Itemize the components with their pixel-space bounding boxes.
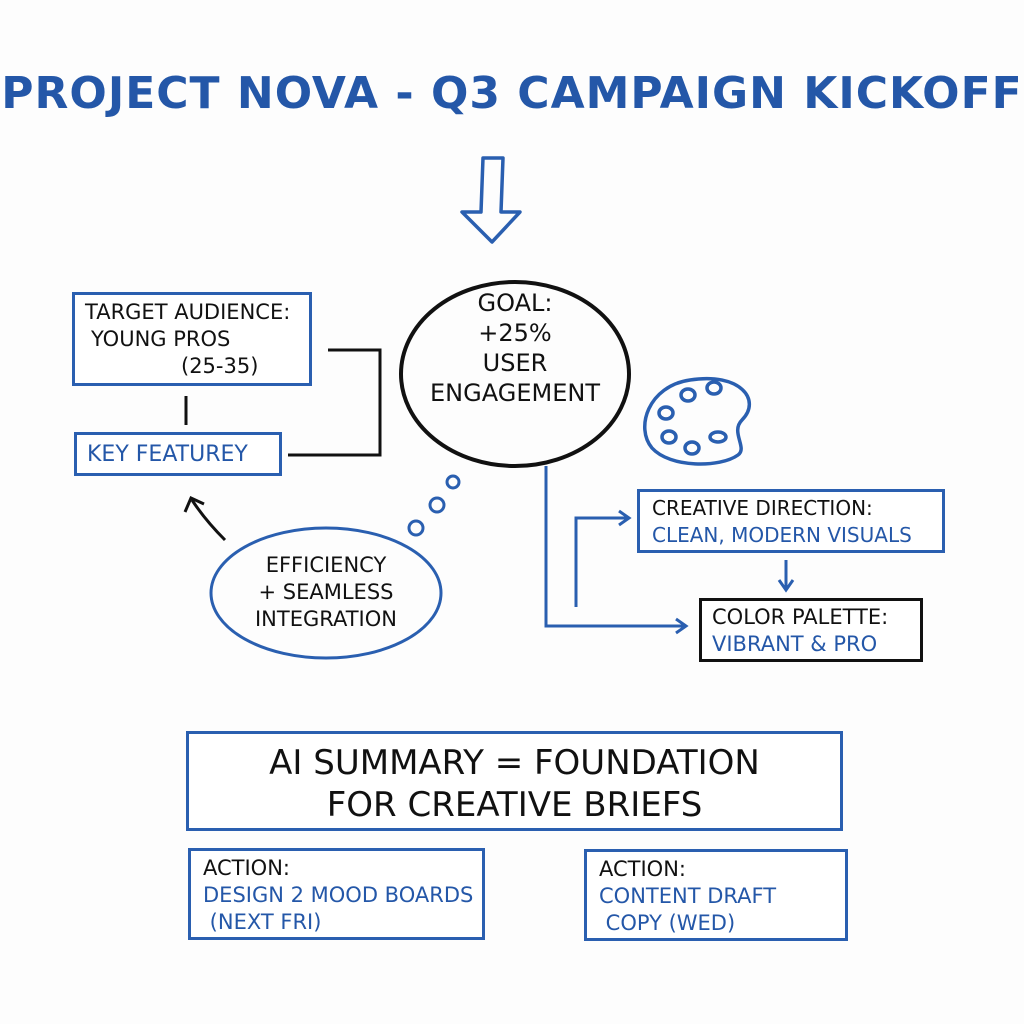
summary-box: AI SUMMARY = FOUNDATION FOR CREATIVE BRI… [186, 731, 843, 831]
goal-line: GOAL: [477, 289, 553, 317]
action-box: ACTION: DESIGN 2 MOOD BOARDS (NEXT FRI) [188, 848, 485, 940]
action-label: ACTION: [203, 856, 290, 880]
target-audience-value: YOUNG PROS [91, 327, 231, 351]
action-line: COPY (WED) [599, 911, 736, 935]
bubble-line: + SEAMLESS [258, 580, 394, 604]
thought-bubble: EFFICIENCY + SEAMLESS INTEGRATION [220, 552, 432, 633]
color-palette-box: COLOR PALETTE: VIBRANT & PRO [699, 598, 923, 662]
goal-circle [399, 280, 631, 468]
goal-node: GOAL: +25% USER ENGAGEMENT [400, 288, 630, 408]
down-arrow-icon [460, 156, 522, 244]
palette-icon [643, 376, 752, 466]
action-label: ACTION: [599, 857, 686, 881]
creative-direction-value: CLEAN, MODERN VISUALS [652, 523, 912, 547]
action-line: (NEXT FRI) [203, 910, 322, 934]
color-palette-value: VIBRANT & PRO [712, 632, 878, 656]
action-line: DESIGN 2 MOOD BOARDS [203, 883, 474, 907]
action-box: ACTION: CONTENT DRAFT COPY (WED) [584, 849, 848, 941]
goal-line: +25% [478, 319, 552, 347]
creative-direction-label: CREATIVE DIRECTION: [652, 496, 873, 520]
goal-line: ENGAGEMENT [430, 379, 600, 407]
color-palette-label: COLOR PALETTE: [712, 605, 889, 629]
action-line: CONTENT DRAFT [599, 884, 777, 908]
summary-line: AI SUMMARY = FOUNDATION [269, 743, 760, 783]
thought-bubble-outline [209, 526, 443, 660]
summary-line: FOR CREATIVE BRIEFS [326, 785, 703, 825]
target-audience-range: (25-35) [181, 354, 259, 378]
goal-line: USER [482, 349, 548, 377]
key-feature-box: KEY FEATUREY [74, 432, 282, 476]
page-title: PROJECT NOVA - Q3 CAMPAIGN KICKOFF [1, 68, 1023, 119]
creative-direction-box: CREATIVE DIRECTION: CLEAN, MODERN VISUAL… [637, 489, 945, 553]
target-audience-label: TARGET AUDIENCE: [85, 300, 291, 324]
target-audience-box: TARGET AUDIENCE: YOUNG PROS (25-35) [72, 292, 312, 386]
key-feature-label: KEY FEATUREY [87, 442, 248, 467]
bubble-line: INTEGRATION [254, 607, 397, 631]
bubble-line: EFFICIENCY [265, 553, 387, 577]
